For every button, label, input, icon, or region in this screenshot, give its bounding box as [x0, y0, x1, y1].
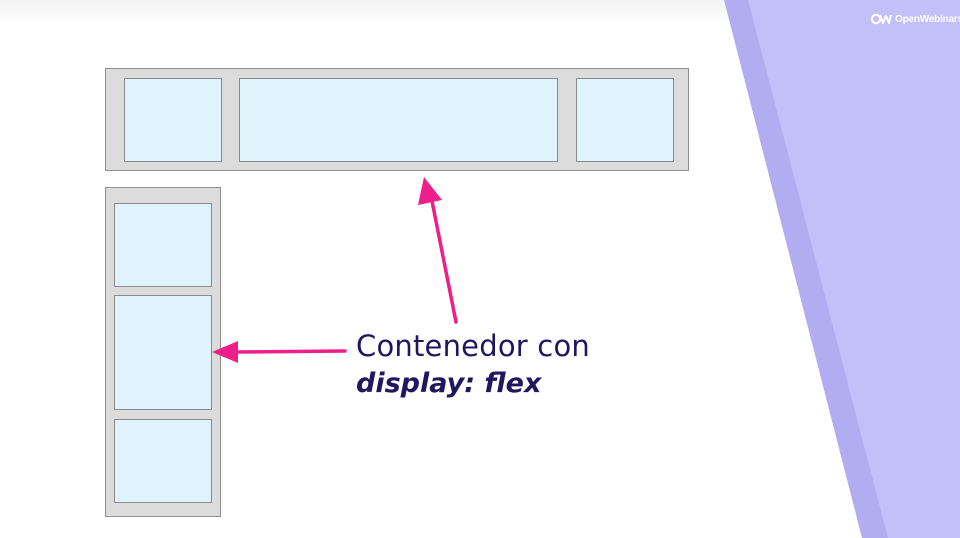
caption-line-2: display: flex — [356, 368, 542, 399]
flex-container-horizontal — [105, 68, 689, 171]
flex-item-1 — [114, 203, 212, 287]
openwebinars-logo-icon — [870, 13, 892, 25]
flex-item-3 — [576, 78, 674, 162]
flex-item-3 — [114, 419, 212, 503]
caption-line-1: Contenedor con — [356, 329, 590, 363]
flex-item-2 — [114, 295, 212, 410]
flex-item-1 — [124, 78, 222, 162]
flex-container-vertical — [105, 187, 221, 517]
flex-item-2 — [239, 78, 558, 162]
openwebinars-logo: OpenWebinars — [870, 10, 960, 28]
logo-text: OpenWebinars — [895, 13, 960, 25]
caption: Contenedor con display: flex — [356, 327, 590, 403]
